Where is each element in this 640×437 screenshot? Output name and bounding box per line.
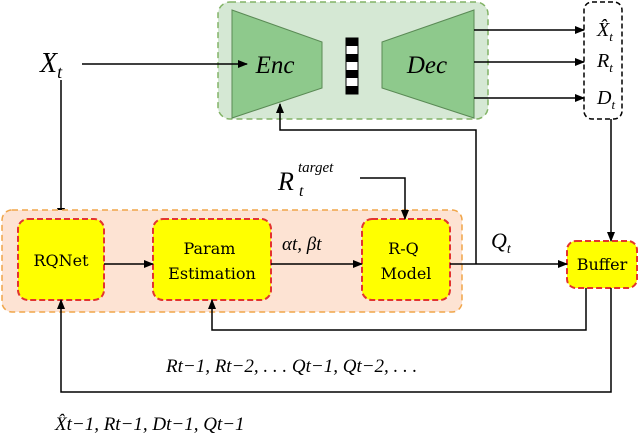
output-r: Rt — [596, 50, 613, 75]
output-xhat: X̂t — [596, 18, 613, 44]
buffer-label: Buffer — [577, 255, 628, 274]
rq-model-label: R-Q Model — [381, 239, 432, 283]
decoder-label: Dec — [406, 52, 447, 79]
param-estimation-label: Param Estimation — [168, 239, 256, 283]
params-label: αt, βt — [282, 234, 322, 255]
encoder-label: Enc — [255, 52, 295, 79]
arrow-buffer-to-rqnet — [57, 288, 612, 393]
arrow-buffer-to-param — [208, 288, 587, 331]
arrow-rtarget-to-rqmodel — [360, 177, 409, 220]
prev-label: X̂t−1, Rt−1, Dt−1, Qt−1 — [54, 414, 245, 435]
decoder-block — [381, 9, 475, 119]
history-label: Rt−1, Rt−2, . . . Qt−1, Qt−2, . . . — [165, 356, 417, 377]
encoder-block — [231, 9, 323, 119]
q-label: Qt — [491, 228, 512, 257]
rqnet-label: RQNet — [33, 251, 89, 270]
latent-bottleneck — [345, 37, 359, 95]
input-x-label: Xt — [39, 48, 63, 82]
rq-model-block — [361, 218, 451, 301]
param-estimation-block — [152, 218, 272, 301]
arrow-q-to-encoder — [276, 103, 477, 264]
output-d: Dt — [596, 87, 615, 112]
